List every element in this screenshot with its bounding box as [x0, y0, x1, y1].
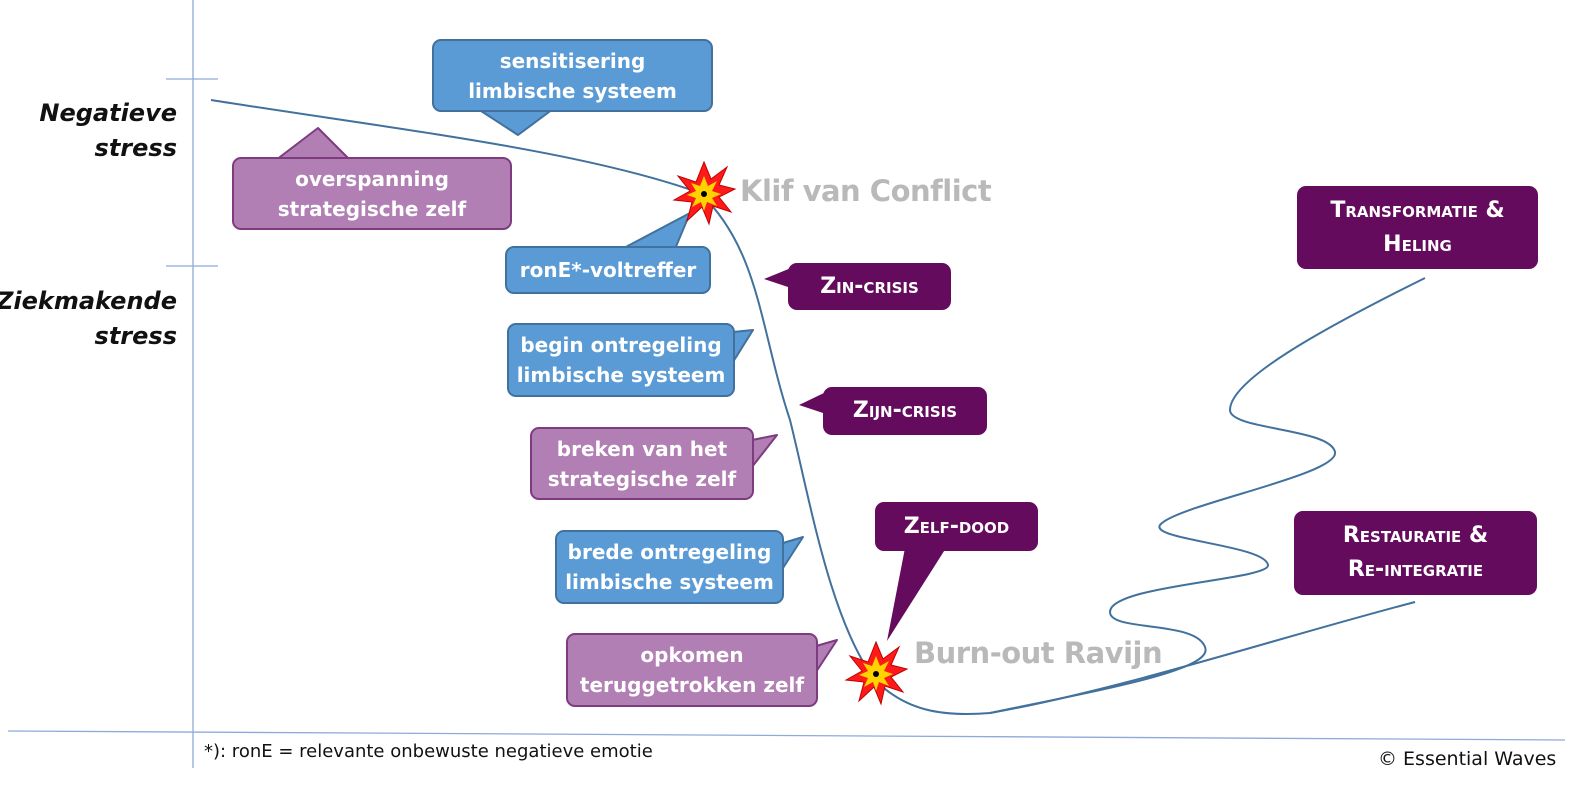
- callout-rone-voltreffer: ronE*-voltreffer: [505, 246, 711, 294]
- callout-opkomen: opkomen teruggetrokken zelf: [566, 633, 818, 707]
- callout-begin-ontregeling: begin ontregeling limbische systeem: [507, 323, 735, 397]
- y-label-ziekmakende-stress: Ziekmakende stress: [0, 287, 177, 350]
- callout-transformatie: Transformatie & Heling: [1297, 186, 1538, 269]
- horizontal-axis: [7, 730, 1566, 741]
- landmark-burn-out-ravijn: Burn-out Ravijn: [914, 636, 1163, 670]
- pointer-zijn-crisis: [799, 392, 826, 414]
- copyright: © Essential Waves: [1378, 748, 1557, 770]
- explosion-icon-klif: [672, 160, 737, 226]
- pointer-overspanning: [275, 127, 351, 161]
- pointer-sensitisering: [477, 108, 554, 136]
- pointer-zin-crisis: [764, 268, 791, 288]
- pointer-zelf-dood: [887, 548, 946, 641]
- explosion-icon-ravijn: [844, 640, 909, 706]
- callout-restauratie: Restauratie & Re-integratie: [1294, 511, 1537, 595]
- callout-sensitisering: sensitisering limbische systeem: [432, 39, 713, 112]
- callout-zijn-crisis: Zijn-crisis: [823, 387, 987, 435]
- pointer-rone: [621, 212, 691, 250]
- callout-zelf-dood: Zelf-dood: [875, 502, 1038, 551]
- callout-breken: breken van het strategische zelf: [530, 427, 754, 500]
- landmark-klif-van-conflict: Klif van Conflict: [740, 174, 992, 208]
- callout-overspanning: overspanning strategische zelf: [232, 157, 512, 230]
- callout-brede-ontregeling: brede ontregeling limbische systeem: [555, 530, 784, 604]
- pointer-brede-ontregeling: [782, 536, 804, 569]
- y-label-negatieve-stress: Negatieve stress: [39, 99, 177, 162]
- pointer-begin-ontregeling: [732, 329, 754, 363]
- footnote: *): ronE = relevante onbewuste negatieve…: [204, 741, 653, 762]
- recovery-curve: [989, 277, 1426, 714]
- pointer-opkomen: [815, 639, 838, 673]
- pointer-breken: [751, 434, 778, 468]
- callout-zin-crisis: Zin-crisis: [788, 263, 951, 310]
